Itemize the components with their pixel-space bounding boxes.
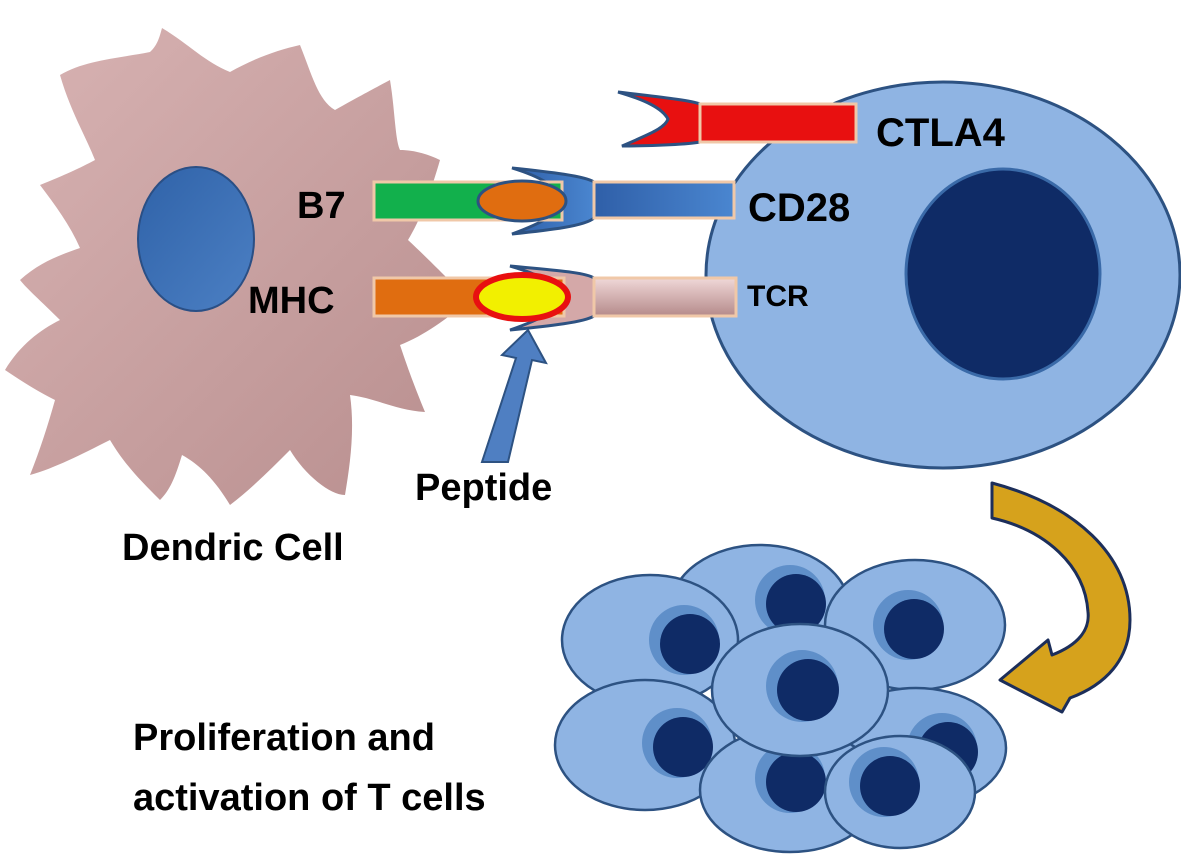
tcr-label: TCR [747,280,809,313]
t-cell-nucleus [904,167,1102,381]
cd28-receptor [511,166,736,236]
proliferation-curved-arrow [990,481,1132,714]
proliferation-label-line2: activation of T cells [133,777,486,819]
proliferating-t-cell-cluster [553,543,1008,854]
cd28-label: CD28 [748,186,850,230]
proliferation-label-line1: Proliferation and [133,717,435,759]
cluster-cell [823,734,977,850]
ctla4-label: CTLA4 [876,111,1006,155]
mhc-label: MHC [248,280,335,322]
cluster-cell [710,622,890,758]
b7-label: B7 [297,185,346,227]
peptide-label: Peptide [415,467,552,509]
peptide-arrow [480,328,548,463]
peptide-shape [473,272,571,322]
b7-ligand [372,179,568,223]
ctla4-receptor [617,90,858,148]
dendritic-cell-nucleus [137,166,255,312]
dendritic-cell-label: Dendric Cell [122,527,344,569]
cluster-cell [553,678,737,812]
mhc-complex [372,272,571,322]
